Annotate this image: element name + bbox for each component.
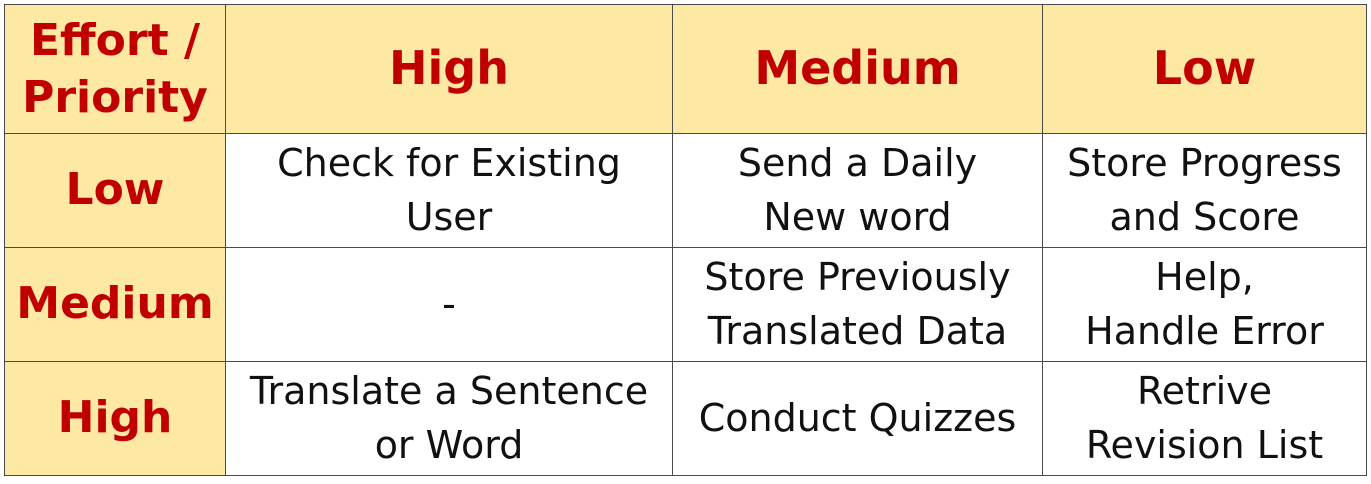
cell-text-line: - (442, 281, 456, 326)
cell-low-medium: Send a Daily New word (672, 133, 1043, 248)
cell-text-line: Store Previously (704, 254, 1011, 299)
row-header-medium: Medium (4, 247, 226, 362)
cell-text-line: Conduct Quizzes (698, 395, 1017, 440)
cell-text-line: Check for Existing (277, 140, 621, 185)
cell-text-line: or Word (374, 422, 524, 467)
column-header-medium: Medium (672, 4, 1043, 134)
table-row-priority-medium: Medium - Store Previously Translated Dat… (4, 247, 1367, 362)
header-row: Effort / Priority High Medium Low (4, 4, 1367, 134)
column-header-high: High (225, 4, 673, 134)
row-header-low: Low (4, 133, 226, 248)
cell-text-line: Translated Data (707, 308, 1008, 353)
row-header-high: High (4, 361, 226, 476)
table-row-priority-high: High Translate a Sentence or Word Conduc… (4, 361, 1367, 476)
cell-text-line: Revision List (1085, 422, 1324, 467)
cell-text-line: Handle Error (1085, 308, 1324, 353)
cell-medium-medium: Store Previously Translated Data (672, 247, 1043, 362)
cell-high-low: Retrive Revision List (1042, 361, 1367, 476)
cell-text-line: Send a Daily (737, 140, 978, 185)
cell-medium-high: - (225, 247, 673, 362)
column-header-low: Low (1042, 4, 1367, 134)
cell-text-line: and Score (1109, 194, 1300, 239)
cell-high-high: Translate a Sentence or Word (225, 361, 673, 476)
cell-text-line: New word (763, 194, 952, 239)
cell-low-low: Store Progress and Score (1042, 133, 1367, 248)
corner-label-effort: Effort / (29, 14, 201, 66)
cell-low-high: Check for Existing User (225, 133, 673, 248)
cell-text-line: Store Progress (1067, 140, 1342, 185)
corner-header-cell: Effort / Priority (4, 4, 226, 134)
cell-medium-low: Help, Handle Error (1042, 247, 1367, 362)
cell-text-line: Translate a Sentence (249, 368, 649, 413)
corner-label-priority: Priority (22, 72, 208, 123)
cell-text-line: User (405, 194, 493, 239)
effort-priority-matrix: Effort / Priority High Medium Low Low Ch… (4, 4, 1367, 476)
cell-text-line: Retrive (1136, 368, 1273, 413)
cell-high-medium: Conduct Quizzes (672, 361, 1043, 476)
cell-text-line: Help, (1155, 254, 1254, 299)
table-row-priority-low: Low Check for Existing User Send a Daily… (4, 133, 1367, 248)
